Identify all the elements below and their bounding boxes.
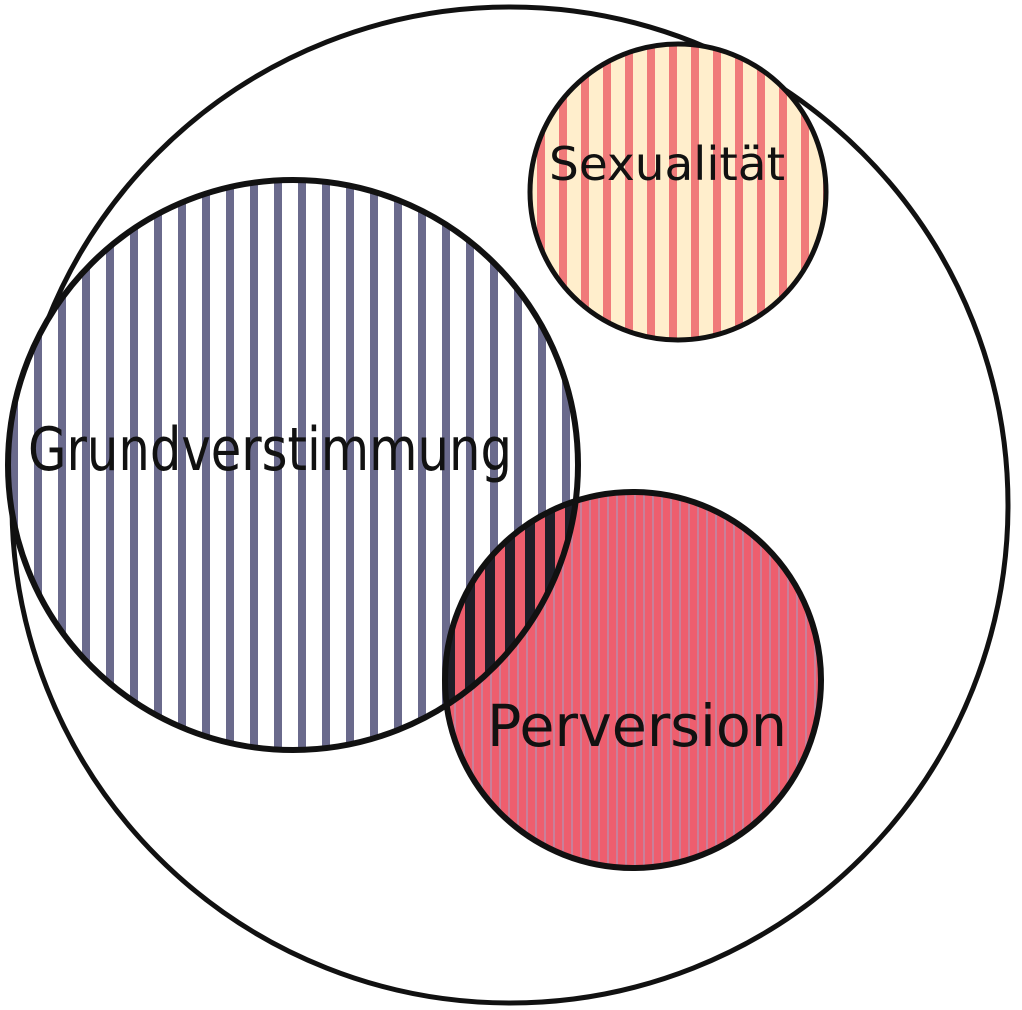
sexualitaet-label: Sexualität (549, 137, 785, 191)
sexualitaet-circle (527, 41, 829, 343)
overlap-region (445, 492, 578, 750)
grundverstimmung-outline (5, 177, 581, 753)
perversion-outline (442, 489, 824, 871)
perversion-label: Perversion (487, 692, 787, 760)
grundverstimmung-circle (8, 180, 578, 750)
grundverstimmung-label: Grundverstimmung (28, 415, 512, 485)
